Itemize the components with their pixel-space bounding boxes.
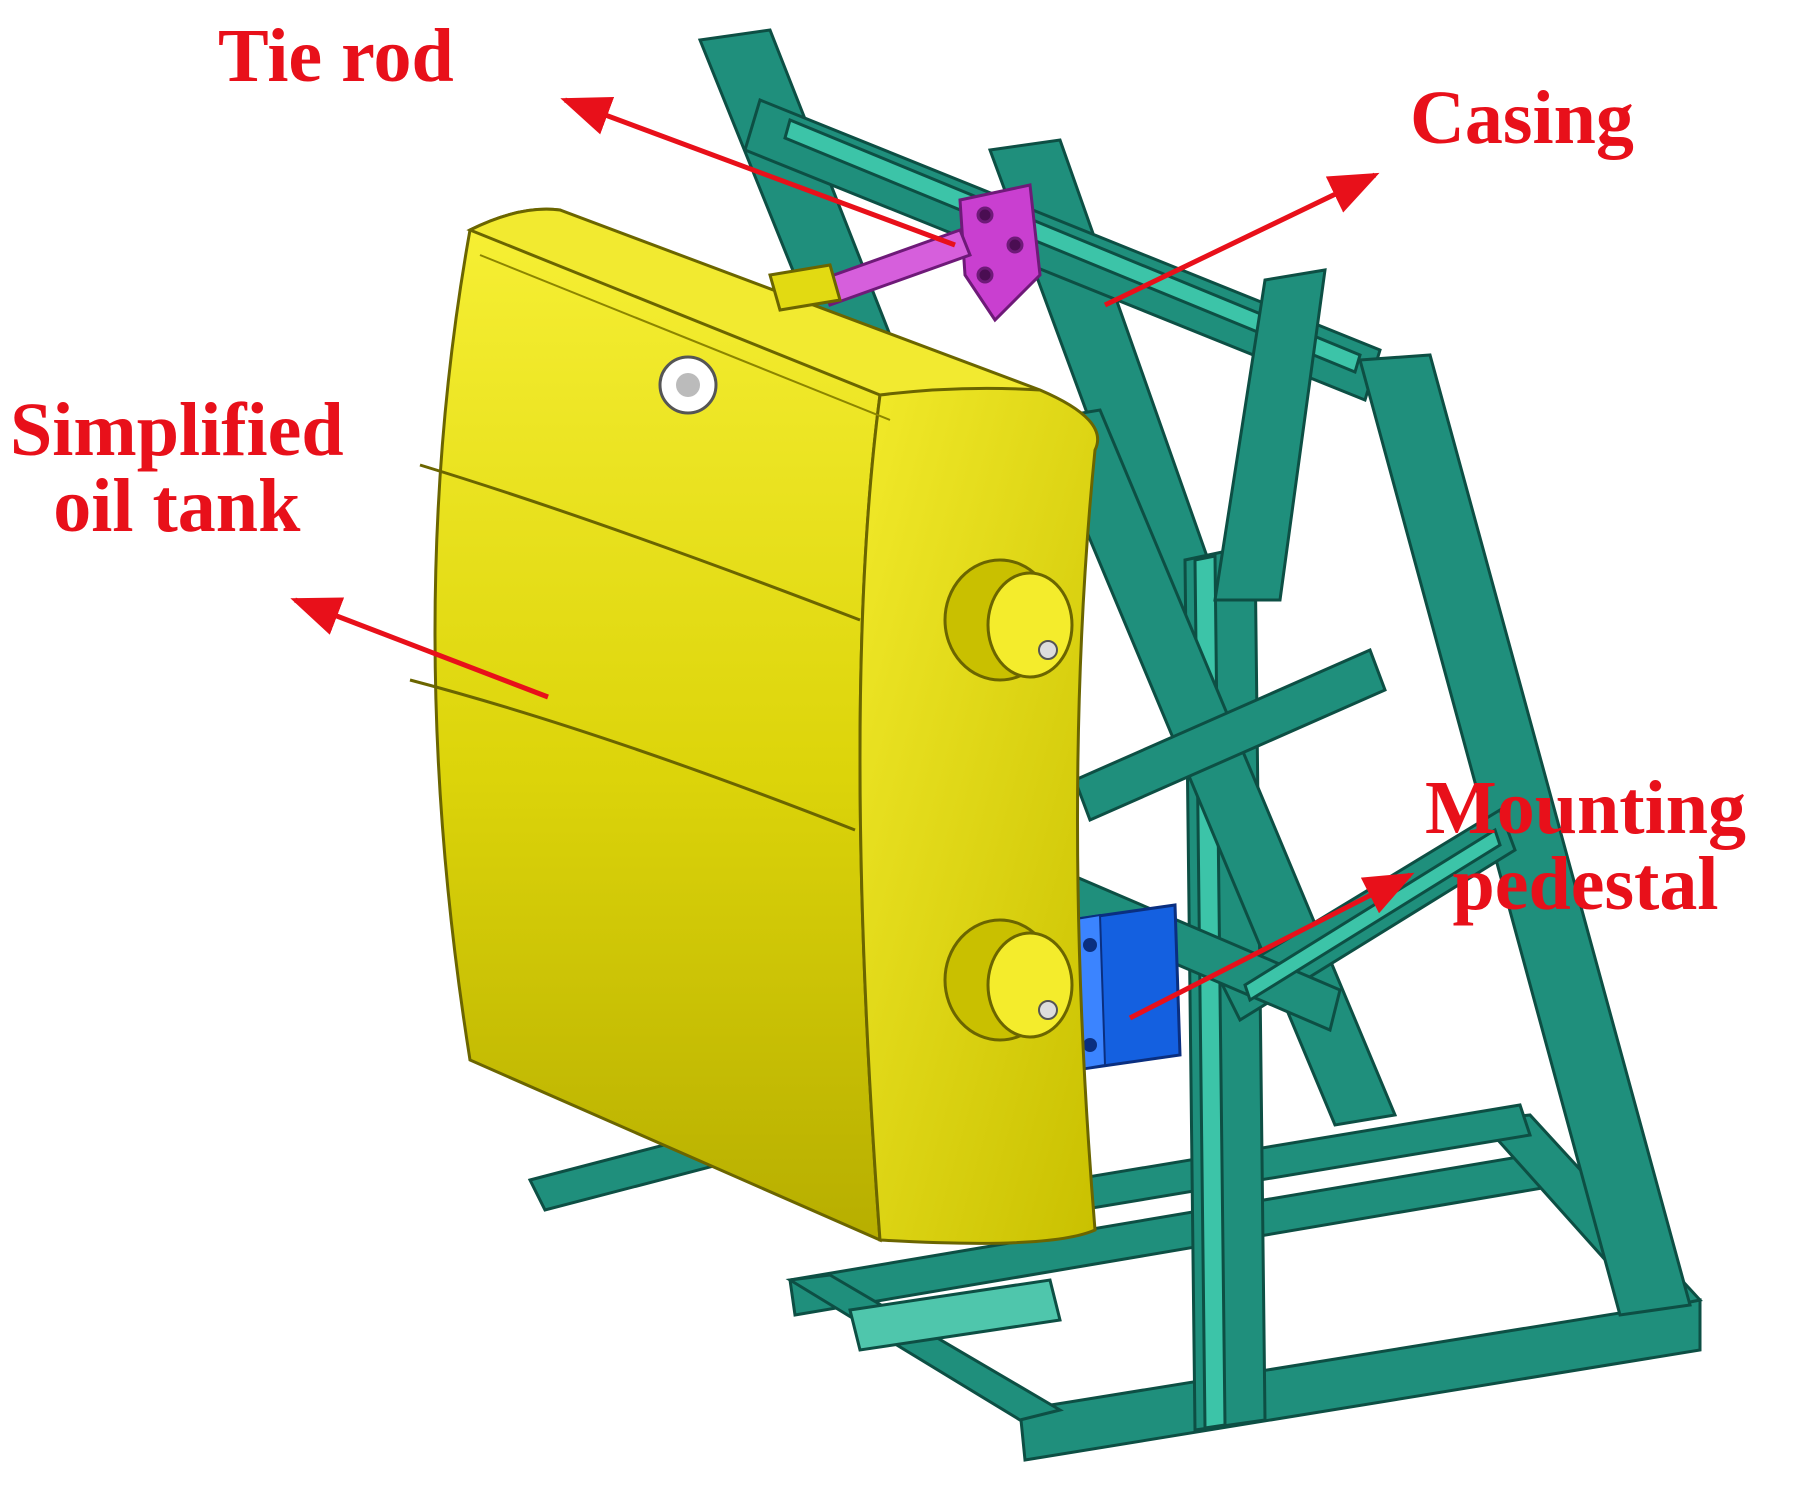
label-casing-text: Casing xyxy=(1410,76,1634,160)
tank-seam-1 xyxy=(419,463,861,622)
casing-frame xyxy=(527,28,1703,1462)
base-rail-front xyxy=(1018,1298,1702,1462)
arrow-casing xyxy=(1103,172,1380,308)
arrow-mounting-pedestal xyxy=(1128,872,1415,1021)
tank-end-face xyxy=(858,386,1100,1245)
filler-cap-icon xyxy=(658,355,718,415)
lower-mount-boss xyxy=(943,918,1074,1042)
label-simplified-oil-tank: Simplified oil tank xyxy=(10,392,344,544)
front-upright xyxy=(1213,268,1327,602)
label-casing: Casing xyxy=(1410,80,1634,156)
tie-rod-part xyxy=(818,183,1042,323)
tank-lug xyxy=(768,263,842,312)
simplified-oil-tank-part xyxy=(409,207,1100,1245)
top-crossbeam-highlight xyxy=(783,117,1362,375)
label-mounting-pedestal: Mounting pedestal xyxy=(1425,770,1746,922)
label-oil-tank-line2: oil tank xyxy=(53,464,301,548)
arrow-oil-tank xyxy=(290,597,549,700)
label-pedestal-line1: Mounting xyxy=(1425,766,1746,850)
upper-mount-boss xyxy=(943,558,1074,682)
mounting-pedestal-part xyxy=(1068,903,1182,1072)
label-pedestal-line2: pedestal xyxy=(1452,842,1719,926)
right-leg xyxy=(1358,353,1692,1317)
base-plate xyxy=(848,1278,1062,1352)
label-tie-rod-text: Tie rod xyxy=(218,14,454,98)
diagonal-brace-upper xyxy=(1073,647,1387,823)
callout-arrows xyxy=(290,96,1415,1021)
label-tie-rod: Tie rod xyxy=(218,18,454,94)
arrow-tie-rod xyxy=(560,96,956,248)
tank-seam-2 xyxy=(409,678,856,832)
tank-top-ridge xyxy=(479,254,891,421)
label-oil-tank-line1: Simplified xyxy=(10,388,344,472)
